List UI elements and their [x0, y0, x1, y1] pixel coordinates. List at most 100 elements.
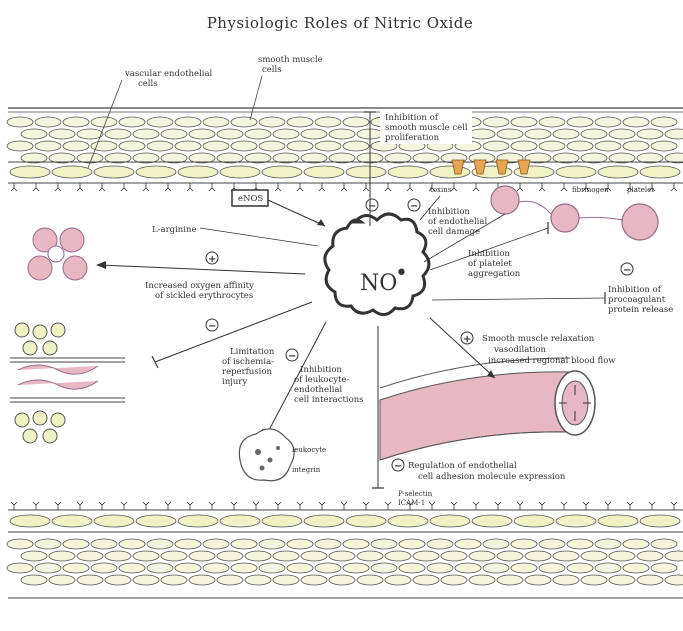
smooth-muscle-cell [189, 575, 215, 585]
smooth-muscle-cell [287, 563, 313, 573]
svg-text:leukocyte: leukocyte [292, 446, 326, 454]
endothelial-cell [10, 166, 50, 178]
smooth-muscle-cell [189, 551, 215, 561]
smooth-muscle-cell [595, 117, 621, 127]
svg-text:vascular endothelial: vascular endothelial [124, 69, 213, 79]
no-molecule-cloud: NO • [325, 214, 429, 315]
svg-text:fibrinogen: fibrinogen [572, 186, 609, 194]
smooth-muscle-cell [35, 563, 61, 573]
top-vessel-wall [7, 108, 683, 191]
smooth-muscle-cell [63, 539, 89, 549]
effect-inhibition-leukocyte: − Inhibition of leukocyte- endothelial c… [262, 322, 364, 435]
receptor-spike [253, 502, 259, 510]
receptor-spike [11, 502, 17, 510]
smooth-muscle-cell [49, 129, 75, 139]
smooth-muscle-cell [203, 117, 229, 127]
receptor-spike [209, 183, 215, 191]
smooth-muscle-cell [525, 129, 551, 139]
smooth-muscle-cell [119, 539, 145, 549]
svg-text:−: − [208, 321, 216, 332]
svg-text:cell adhesion molecule express: cell adhesion molecule expression [418, 472, 566, 482]
receptor-spike [649, 502, 655, 510]
svg-text:Inhibition: Inhibition [300, 365, 342, 375]
smooth-muscle-cell [497, 129, 523, 139]
endothelial-cell [430, 515, 470, 527]
svg-text:cells: cells [262, 65, 282, 75]
endothelial-cell [136, 166, 176, 178]
smooth-muscle-cell [161, 129, 187, 139]
ischemia-vessel [10, 323, 125, 443]
smooth-muscle-cell [273, 551, 299, 561]
svg-text:smooth muscle cell: smooth muscle cell [385, 123, 468, 133]
smooth-muscle-cell [651, 141, 677, 151]
label-smooth-muscle-cells: smooth muscle cells [250, 55, 323, 120]
smooth-muscle-cell [357, 551, 383, 561]
endothelial-cell [304, 166, 344, 178]
smooth-muscle-cell [595, 141, 621, 151]
smooth-muscle-cell [315, 539, 341, 549]
smooth-muscle-cell [21, 575, 47, 585]
smooth-muscle-cell [637, 129, 663, 139]
receptor-spike [33, 183, 39, 191]
endothelial-cell [472, 515, 512, 527]
receptor-spike [517, 183, 523, 191]
endothelial-cell [262, 166, 302, 178]
smooth-muscle-cell [49, 575, 75, 585]
svg-text:−: − [368, 201, 376, 212]
receptor-spike [297, 502, 303, 510]
smooth-muscle-cell [245, 551, 271, 561]
receptor-spike [275, 183, 281, 191]
endothelial-cell [52, 515, 92, 527]
smooth-muscle-cell [553, 551, 579, 561]
smooth-muscle-cell [651, 117, 677, 127]
receptor-spike [363, 183, 369, 191]
smooth-muscle-cell [231, 539, 257, 549]
endothelial-cell [430, 166, 470, 178]
smooth-muscle-cell [21, 551, 47, 561]
smooth-muscle-cell [609, 129, 635, 139]
smooth-muscle-cell [161, 551, 187, 561]
smooth-muscle-cell [623, 563, 649, 573]
smooth-muscle-cell [371, 563, 397, 573]
smooth-muscle-cell [217, 129, 243, 139]
receptor-spike [671, 502, 677, 510]
endothelial-cell [556, 166, 596, 178]
smooth-muscle-cell [287, 539, 313, 549]
smooth-muscle-cell [469, 551, 495, 561]
endothelial-cell [640, 166, 680, 178]
svg-text:of leukocyte-: of leukocyte- [294, 375, 349, 385]
receptor-spike [143, 183, 149, 191]
receptor-spike [341, 502, 347, 510]
svg-text:Inhibition of: Inhibition of [385, 113, 439, 123]
endothelial-cell [346, 166, 386, 178]
smooth-muscle-cell [455, 563, 481, 573]
smooth-muscle-cell [623, 141, 649, 151]
effect-increased-oxygen-affinity: + Increased oxygen affinity of sickled e… [96, 252, 305, 301]
endothelial-cell [220, 515, 260, 527]
svg-text:injury: injury [222, 377, 247, 387]
receptor-spike [209, 502, 215, 510]
smooth-muscle-cell [105, 551, 131, 561]
smooth-muscle-cell [161, 575, 187, 585]
bottom-receptor-spikes [11, 502, 677, 510]
smooth-muscle-cell [301, 129, 327, 139]
smooth-muscle-cell [595, 563, 621, 573]
svg-text:platelet: platelet [627, 186, 654, 194]
endothelial-cell [598, 515, 638, 527]
smooth-muscle-cell [539, 141, 565, 151]
receptor-spike [77, 183, 83, 191]
svg-text:cell damage: cell damage [428, 227, 480, 237]
receptor-spike [451, 502, 457, 510]
smooth-muscle-cell [511, 563, 537, 573]
smooth-muscle-cell [329, 129, 355, 139]
smooth-muscle-cell [385, 551, 411, 561]
receptor-spike [165, 502, 171, 510]
receptor-spike [385, 183, 391, 191]
receptor-spike [561, 502, 567, 510]
smooth-muscle-cell [273, 129, 299, 139]
svg-text:aggregation: aggregation [468, 269, 521, 279]
smooth-muscle-cell [35, 539, 61, 549]
smooth-muscle-cell [35, 141, 61, 151]
smooth-muscle-cell [63, 117, 89, 127]
svg-text:smooth muscle: smooth muscle [258, 55, 323, 65]
